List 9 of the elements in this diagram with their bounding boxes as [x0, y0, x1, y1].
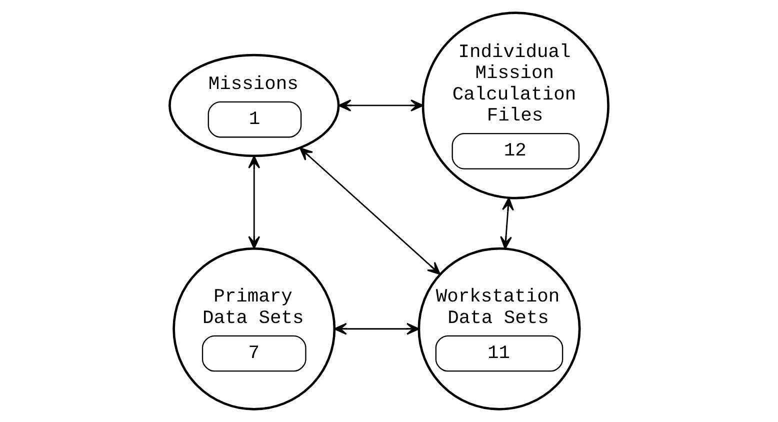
- arrow: [500, 197, 514, 250]
- arrow: [248, 156, 260, 249]
- node-ellipse: Missions 1: [168, 54, 340, 158]
- arrow: [334, 322, 420, 335]
- node-circle: Individual Mission Calculation Files 12: [422, 12, 610, 200]
- arrow: [338, 99, 424, 112]
- arrow: [300, 148, 441, 275]
- node-circle: Workstation Data Sets 11: [418, 247, 581, 410]
- node-circle: Primary Data Sets 7: [172, 247, 336, 410]
